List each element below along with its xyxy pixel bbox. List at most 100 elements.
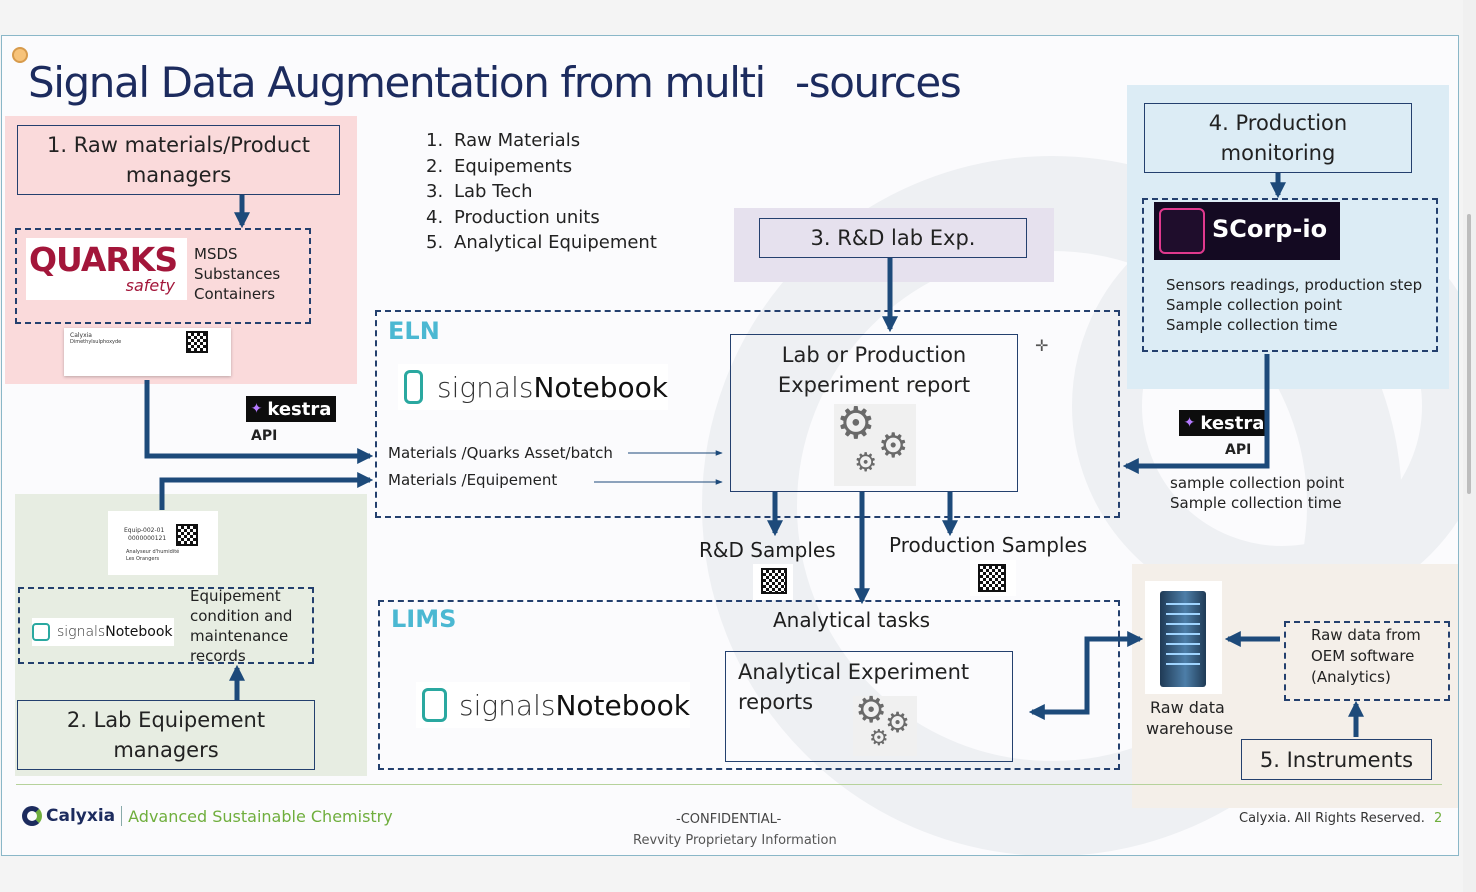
records-line1: Equipement [190,587,281,605]
list-item: 5.Analytical Equipement [426,230,657,256]
kestra-right-api: API [1225,442,1252,458]
kestra-icon: ✦ [250,401,263,417]
lims-logo-bold: Notebook [555,688,690,722]
kestra-left-api: API [251,428,278,444]
footer-confidential: -CONFIDENTIAL- [676,812,782,827]
lims-gears-icon: ⚙ ⚙ ⚙ [853,690,917,756]
tag-line2: 0000000121 [128,535,167,542]
gear-medium-icon: ⚙ [885,706,911,739]
quarks-dashed-box [15,228,311,324]
scorp-dashed-box [1142,198,1438,352]
instruments-label: 5. Instruments [1259,747,1414,772]
sticker-line1: Calyxia [70,332,92,339]
production-item-3: Sample collection time [1166,316,1338,334]
production-samples-label: Production Samples [889,533,1088,557]
kestra-left-logo: ✦kestra [246,396,336,422]
records-line2: condition and [190,607,293,625]
analytical-report-title-2: reports [738,690,814,714]
raw-materials-label: 1. Raw materials/Product managers [47,133,310,187]
records-line4: records [190,647,246,665]
scrollbar-thumb[interactable] [1467,214,1471,494]
slide-title-part2: -sources [795,58,962,107]
raw-data-line-3: (Analytics) [1311,668,1391,686]
lims-label: LIMS [391,605,457,633]
arrow-quarks-to-eln [144,380,374,465]
kestra-right-note-2: Sample collection time [1170,494,1342,512]
notebook-icon [32,623,50,641]
list-number: 3. [426,181,444,202]
production-box: 4. Production monitoring [1144,103,1412,173]
gear-medium-icon: ⚙ [878,426,909,466]
footer-rights: Calyxia. All Rights Reserved. [1239,811,1425,826]
gear-large-icon: ⚙ [855,690,888,731]
eln-material-line-1: Materials /Quarks Asset/batch [388,444,613,462]
equipment-tag-sticker: Equip-002-01 0000000121 Analyseur d'humi… [108,511,218,575]
list-number: 1. [426,130,444,151]
footer-separator [121,806,123,826]
raw-data-line-2: OEM software [1311,647,1415,665]
warehouse-label-1: Raw data [1150,698,1225,717]
scorp-logo: SCorp-io [1154,202,1340,260]
rnd-label: 3. R&D lab Exp. [810,226,976,250]
raw-materials-box: 1. Raw materials/Product managers [17,125,340,195]
kestra-right-note-1: sample collection point [1170,474,1345,492]
gear-large-icon: ⚙ [836,398,876,449]
warehouse-label-2: warehouse [1146,719,1234,738]
slide-corner-icon [12,47,28,63]
list-label: Analytical Equipement [454,232,657,253]
analytical-tasks-label: Analytical tasks [773,608,931,632]
connector-arrows [144,173,1365,737]
msds-item: MSDS [194,245,238,263]
rnd-sample-qr-icon [753,564,793,600]
footer-divider [16,784,1442,785]
vertical-scrollbar[interactable] [1463,0,1476,892]
sources-list: 1.Raw Materials 2.Equipements 3.Lab Tech… [426,128,657,256]
production-sample-qr-icon [970,560,1016,596]
eln-report-title-1: Lab or Production [781,343,967,367]
scorp-icon [1159,208,1205,254]
scorp-logo-text: SCorp-io [1212,215,1328,243]
gear-small-icon: ⚙ [854,448,878,478]
raw-data-line-1: Raw data from [1311,626,1421,644]
rnd-samples-label: R&D Samples [699,538,836,562]
substances-item: Substances [194,265,281,283]
quarks-logo-sub: safety [125,276,175,295]
raw-data-box [1284,621,1450,701]
eln-report-box: Lab or Production Experiment report [730,334,1018,492]
notebook-icon [422,688,448,722]
list-number: 2. [426,155,444,177]
eln-label: ELN [388,317,440,345]
sticker-line2: Dimethylsulphoxyde [70,339,122,345]
containers-item: Containers [194,285,276,303]
calyxia-icon [22,806,42,826]
tag-line1: Equip-002-01 [124,527,165,534]
gear-small-icon: ⚙ [869,726,889,751]
eln-logo-light: signals [437,370,534,404]
lab-equipment-label: 2. Lab Equipement managers [66,708,266,762]
equipment-records-box [18,587,314,664]
eln-gears-icon: ⚙ ⚙ ⚙ [834,398,916,486]
kestra-right-text: kestra [1200,412,1265,434]
arrow-warehouse-to-lims [1028,636,1140,721]
production-label: 4. Production monitoring [1208,111,1348,165]
tag-line4: Les Orangers [126,556,160,562]
footer-proprietary: Revvity Proprietary Information [633,833,837,848]
eln-material-line-2: Materials /Equipement [388,471,558,489]
instruments-box: 5. Instruments [1241,739,1432,780]
logo-light-text: signals [57,624,106,640]
rnd-box: 3. R&D lab Exp. [759,218,1027,258]
eln-logo-bold: Notebook [533,370,668,404]
analytical-report-box: Analytical Experiment reports [725,651,1013,762]
slide: Signal Data Augmentation from multi -sou… [1,35,1459,856]
calyxia-logo: Calyxia Advanced Sustainable Chemistry [22,806,393,826]
kestra-icon: ✦ [1183,415,1196,431]
list-item: 1. Raw Materials [426,128,657,154]
tag-line3: Analyseur d'humidité [126,549,180,555]
list-label: Raw Materials [454,130,581,151]
logo-bold-text: Notebook [105,624,173,640]
quarks-logo-text: QUARKS [29,240,178,279]
list-label: Equipements [454,155,573,177]
